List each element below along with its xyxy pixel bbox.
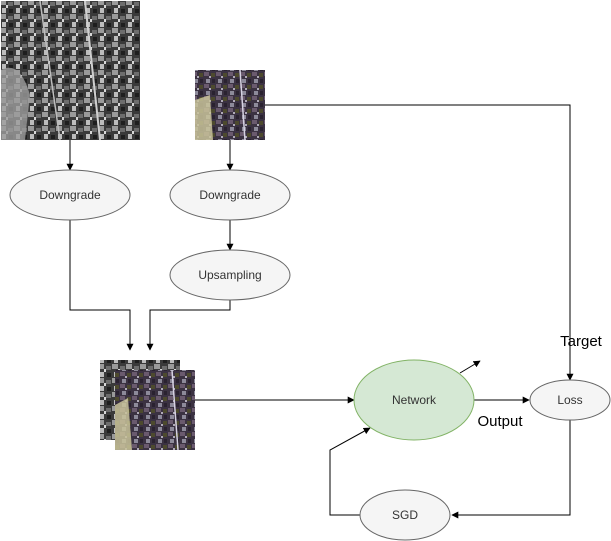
target-edge-label: Target <box>560 333 603 350</box>
stacked-input-images <box>100 360 195 451</box>
multispectral-image <box>195 69 265 141</box>
node-loss: Loss <box>529 379 611 421</box>
edge-upsampling-to-stack <box>146 298 231 351</box>
loss-label: Loss <box>557 393 582 407</box>
edges <box>66 104 574 519</box>
edge-sgd-to-network <box>329 427 371 516</box>
sgd-label: SGD <box>392 508 418 522</box>
edge-downgrade-left-to-stack <box>69 220 134 351</box>
edge-network-update-arrow <box>459 360 481 374</box>
node-downgrade-left: Downgrade <box>9 169 131 221</box>
downgrade-left-label: Downgrade <box>39 188 101 202</box>
node-downgrade-right: Downgrade <box>169 169 291 221</box>
node-upsampling: Upsampling <box>169 249 291 301</box>
downgrade-right-label: Downgrade <box>199 188 261 202</box>
edge-loss-to-sgd <box>451 420 571 519</box>
upsampling-label: Upsampling <box>198 268 261 282</box>
node-network: Network <box>353 359 475 441</box>
edge-ms-target-to-loss <box>265 104 574 381</box>
network-label: Network <box>392 393 437 407</box>
panchromatic-image <box>1 0 140 141</box>
output-edge-label: Output <box>477 413 523 430</box>
node-sgd: SGD <box>359 489 451 541</box>
